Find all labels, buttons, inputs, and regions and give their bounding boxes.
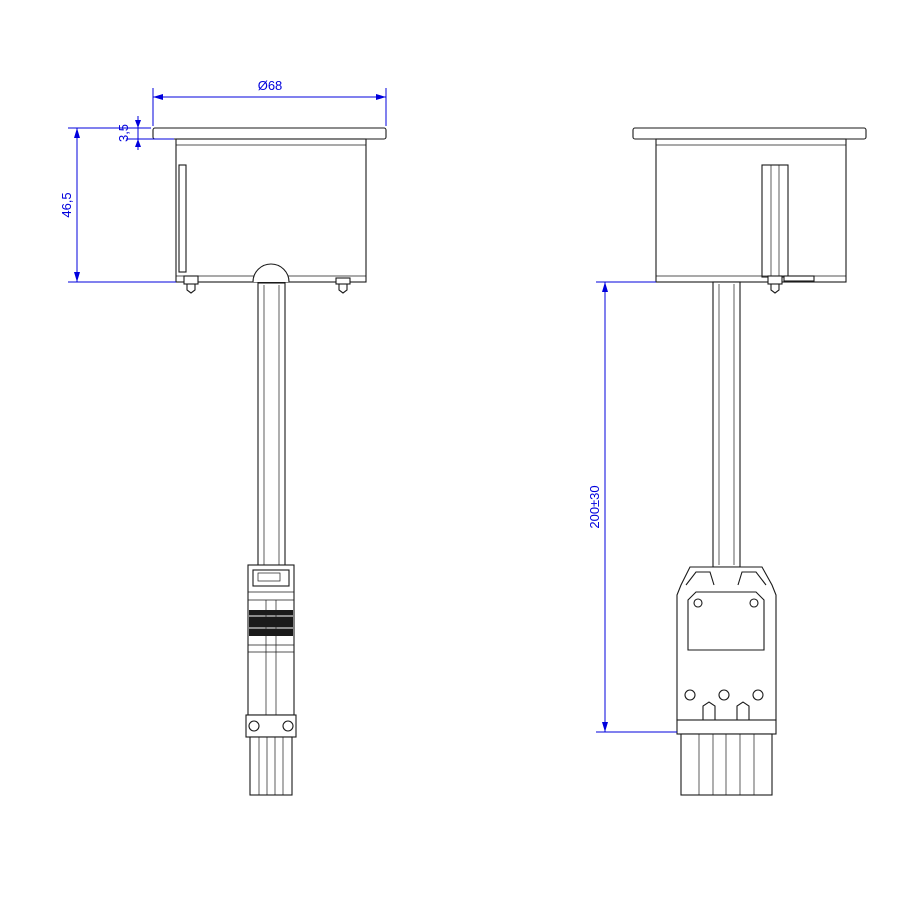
side-screw (767, 275, 783, 294)
side-cable (712, 281, 741, 568)
front-body (175, 138, 367, 283)
front-clip (178, 164, 187, 273)
front-cable (257, 282, 286, 567)
front-flange (152, 127, 387, 140)
front-screw-right (335, 277, 351, 294)
dim-flange-thickness: 3,5 (116, 124, 131, 142)
dimension-lines (68, 88, 677, 733)
dim-diameter: Ø68 (258, 78, 283, 93)
dim-body-height: 46,5 (59, 192, 74, 217)
front-cable-entry (252, 263, 290, 283)
front-screw-left (183, 275, 199, 294)
side-body (655, 138, 847, 283)
side-flange (632, 127, 867, 140)
side-connector (676, 566, 777, 796)
side-view (632, 127, 867, 796)
side-clip (761, 164, 789, 278)
front-connector (245, 564, 297, 796)
dim-cable-length: 200±30 (587, 485, 602, 528)
front-view (152, 127, 387, 796)
